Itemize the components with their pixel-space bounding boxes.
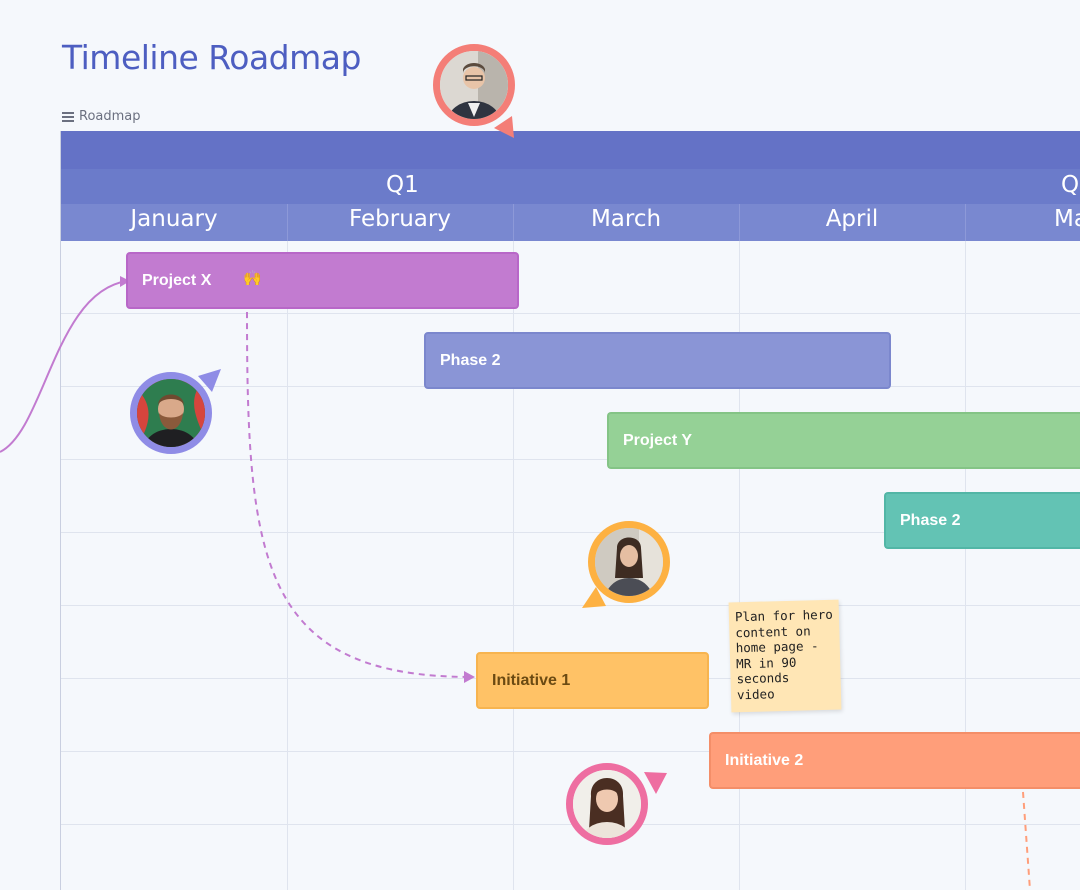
month-row	[61, 204, 1080, 241]
month-divider	[513, 204, 514, 241]
bar-label: Phase 2	[900, 511, 961, 529]
grid-row-line	[61, 459, 1080, 460]
avatar-user-orange[interactable]	[588, 521, 670, 603]
list-icon	[62, 111, 74, 122]
timeline-header	[61, 131, 1080, 169]
grid-column-line	[513, 241, 514, 890]
month-february: February	[349, 206, 451, 232]
month-divider	[739, 204, 740, 241]
grid-row-line	[61, 532, 1080, 533]
person-icon	[595, 528, 663, 596]
month-january: January	[130, 206, 218, 232]
bar-phase-2-secondary[interactable]: Phase 2	[884, 492, 1080, 549]
month-march: March	[590, 206, 662, 232]
bar-label: Project Y	[623, 431, 693, 449]
avatar-user-pink[interactable]	[566, 763, 648, 845]
grid-row-line	[61, 605, 1080, 606]
person-icon	[440, 51, 508, 119]
bar-label: Phase 2	[440, 351, 501, 369]
bar-initiative-2[interactable]: Initiative 2	[709, 732, 1080, 789]
month-divider	[287, 204, 288, 241]
sticky-note[interactable]: Plan for hero content on home page - MR …	[728, 599, 842, 713]
breadcrumb-label: Roadmap	[79, 109, 141, 124]
avatar-user-purple[interactable]	[130, 372, 212, 454]
bar-project-x[interactable]: Project X 🙌	[126, 252, 519, 309]
bar-initiative-1[interactable]: Initiative 1	[476, 652, 709, 709]
grid-column-line	[287, 241, 288, 890]
month-april: April	[825, 206, 879, 232]
person-icon	[573, 770, 641, 838]
month-divider	[965, 204, 966, 241]
person-icon	[137, 379, 205, 447]
page-title: Timeline Roadmap	[62, 38, 361, 77]
quarter-row	[61, 169, 1080, 204]
bar-project-y[interactable]: Project Y	[607, 412, 1080, 469]
grid-row-line	[61, 751, 1080, 752]
raised-hands-icon: 🙌	[243, 270, 262, 287]
quarter-label-q1: Q1	[386, 172, 419, 198]
bar-label: Initiative 1	[492, 671, 571, 689]
grid-column-line	[739, 241, 740, 890]
bar-phase-2[interactable]: Phase 2	[424, 332, 891, 389]
bar-label: Project X	[142, 271, 212, 289]
grid-column-line	[965, 241, 966, 890]
month-may: May	[1054, 206, 1080, 232]
bar-label: Initiative 2	[725, 751, 804, 769]
breadcrumb[interactable]: Roadmap	[62, 109, 141, 124]
grid-row-line	[61, 313, 1080, 314]
quarter-label-q2: Q2	[1061, 172, 1080, 198]
avatar-user-red[interactable]	[433, 44, 515, 126]
